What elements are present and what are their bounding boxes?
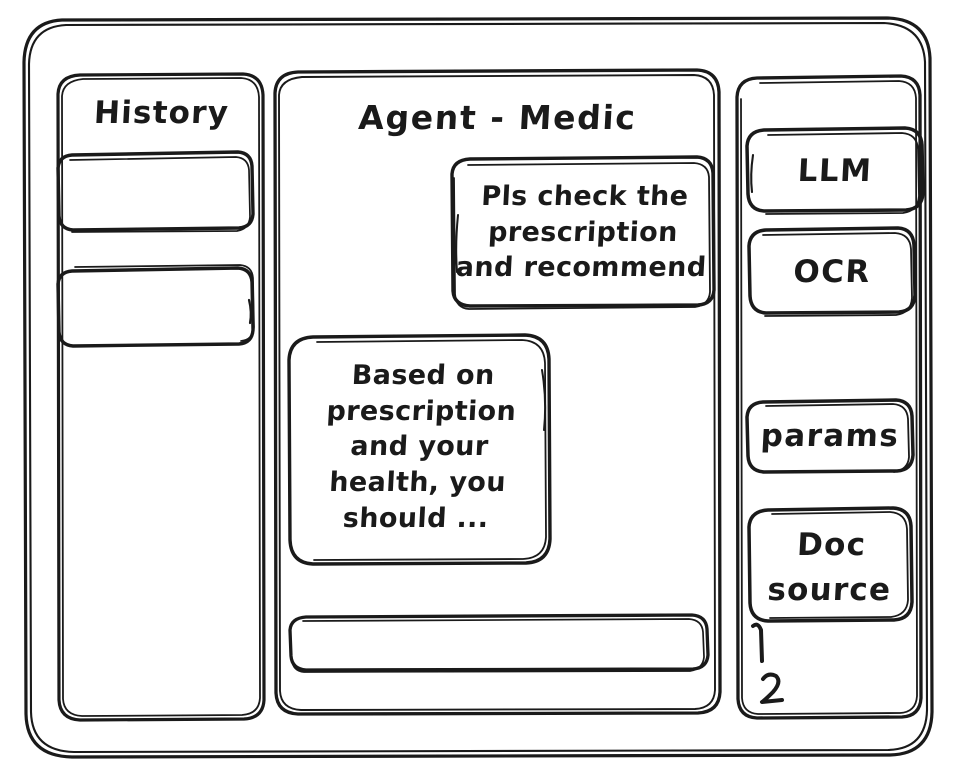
history-panel-title: History xyxy=(93,95,230,131)
message-user-text: Pls check the prescription and recommend xyxy=(454,181,708,284)
tool-chip-llm-label: LLM xyxy=(796,153,874,189)
tool-chip-ocr-label: OCR xyxy=(792,254,872,290)
history-item-1[interactable] xyxy=(58,152,254,232)
tool-chip-llm[interactable]: LLM xyxy=(747,128,923,212)
tool-chip-ocr[interactable]: OCR xyxy=(749,228,915,314)
doc-source-item-2[interactable]: 2 xyxy=(755,668,835,718)
message-bubble-user: Pls check the prescription and recommend xyxy=(452,157,714,309)
doc-source-chip[interactable]: Doc source xyxy=(749,508,912,622)
doc-source-label: Doc source xyxy=(766,527,893,608)
message-bubble-assistant: Based on prescription and your health, y… xyxy=(289,335,550,565)
tool-chip-params-label: params xyxy=(759,418,901,454)
agent-title: Agent - Medic xyxy=(357,98,638,137)
history-item-2[interactable] xyxy=(58,267,254,347)
composer-input[interactable] xyxy=(290,615,708,672)
tool-chip-params[interactable]: params xyxy=(747,400,913,473)
message-assistant-text: Based on prescription and your health, y… xyxy=(325,360,518,534)
doc-source-item-1[interactable]: 1 xyxy=(748,620,828,670)
